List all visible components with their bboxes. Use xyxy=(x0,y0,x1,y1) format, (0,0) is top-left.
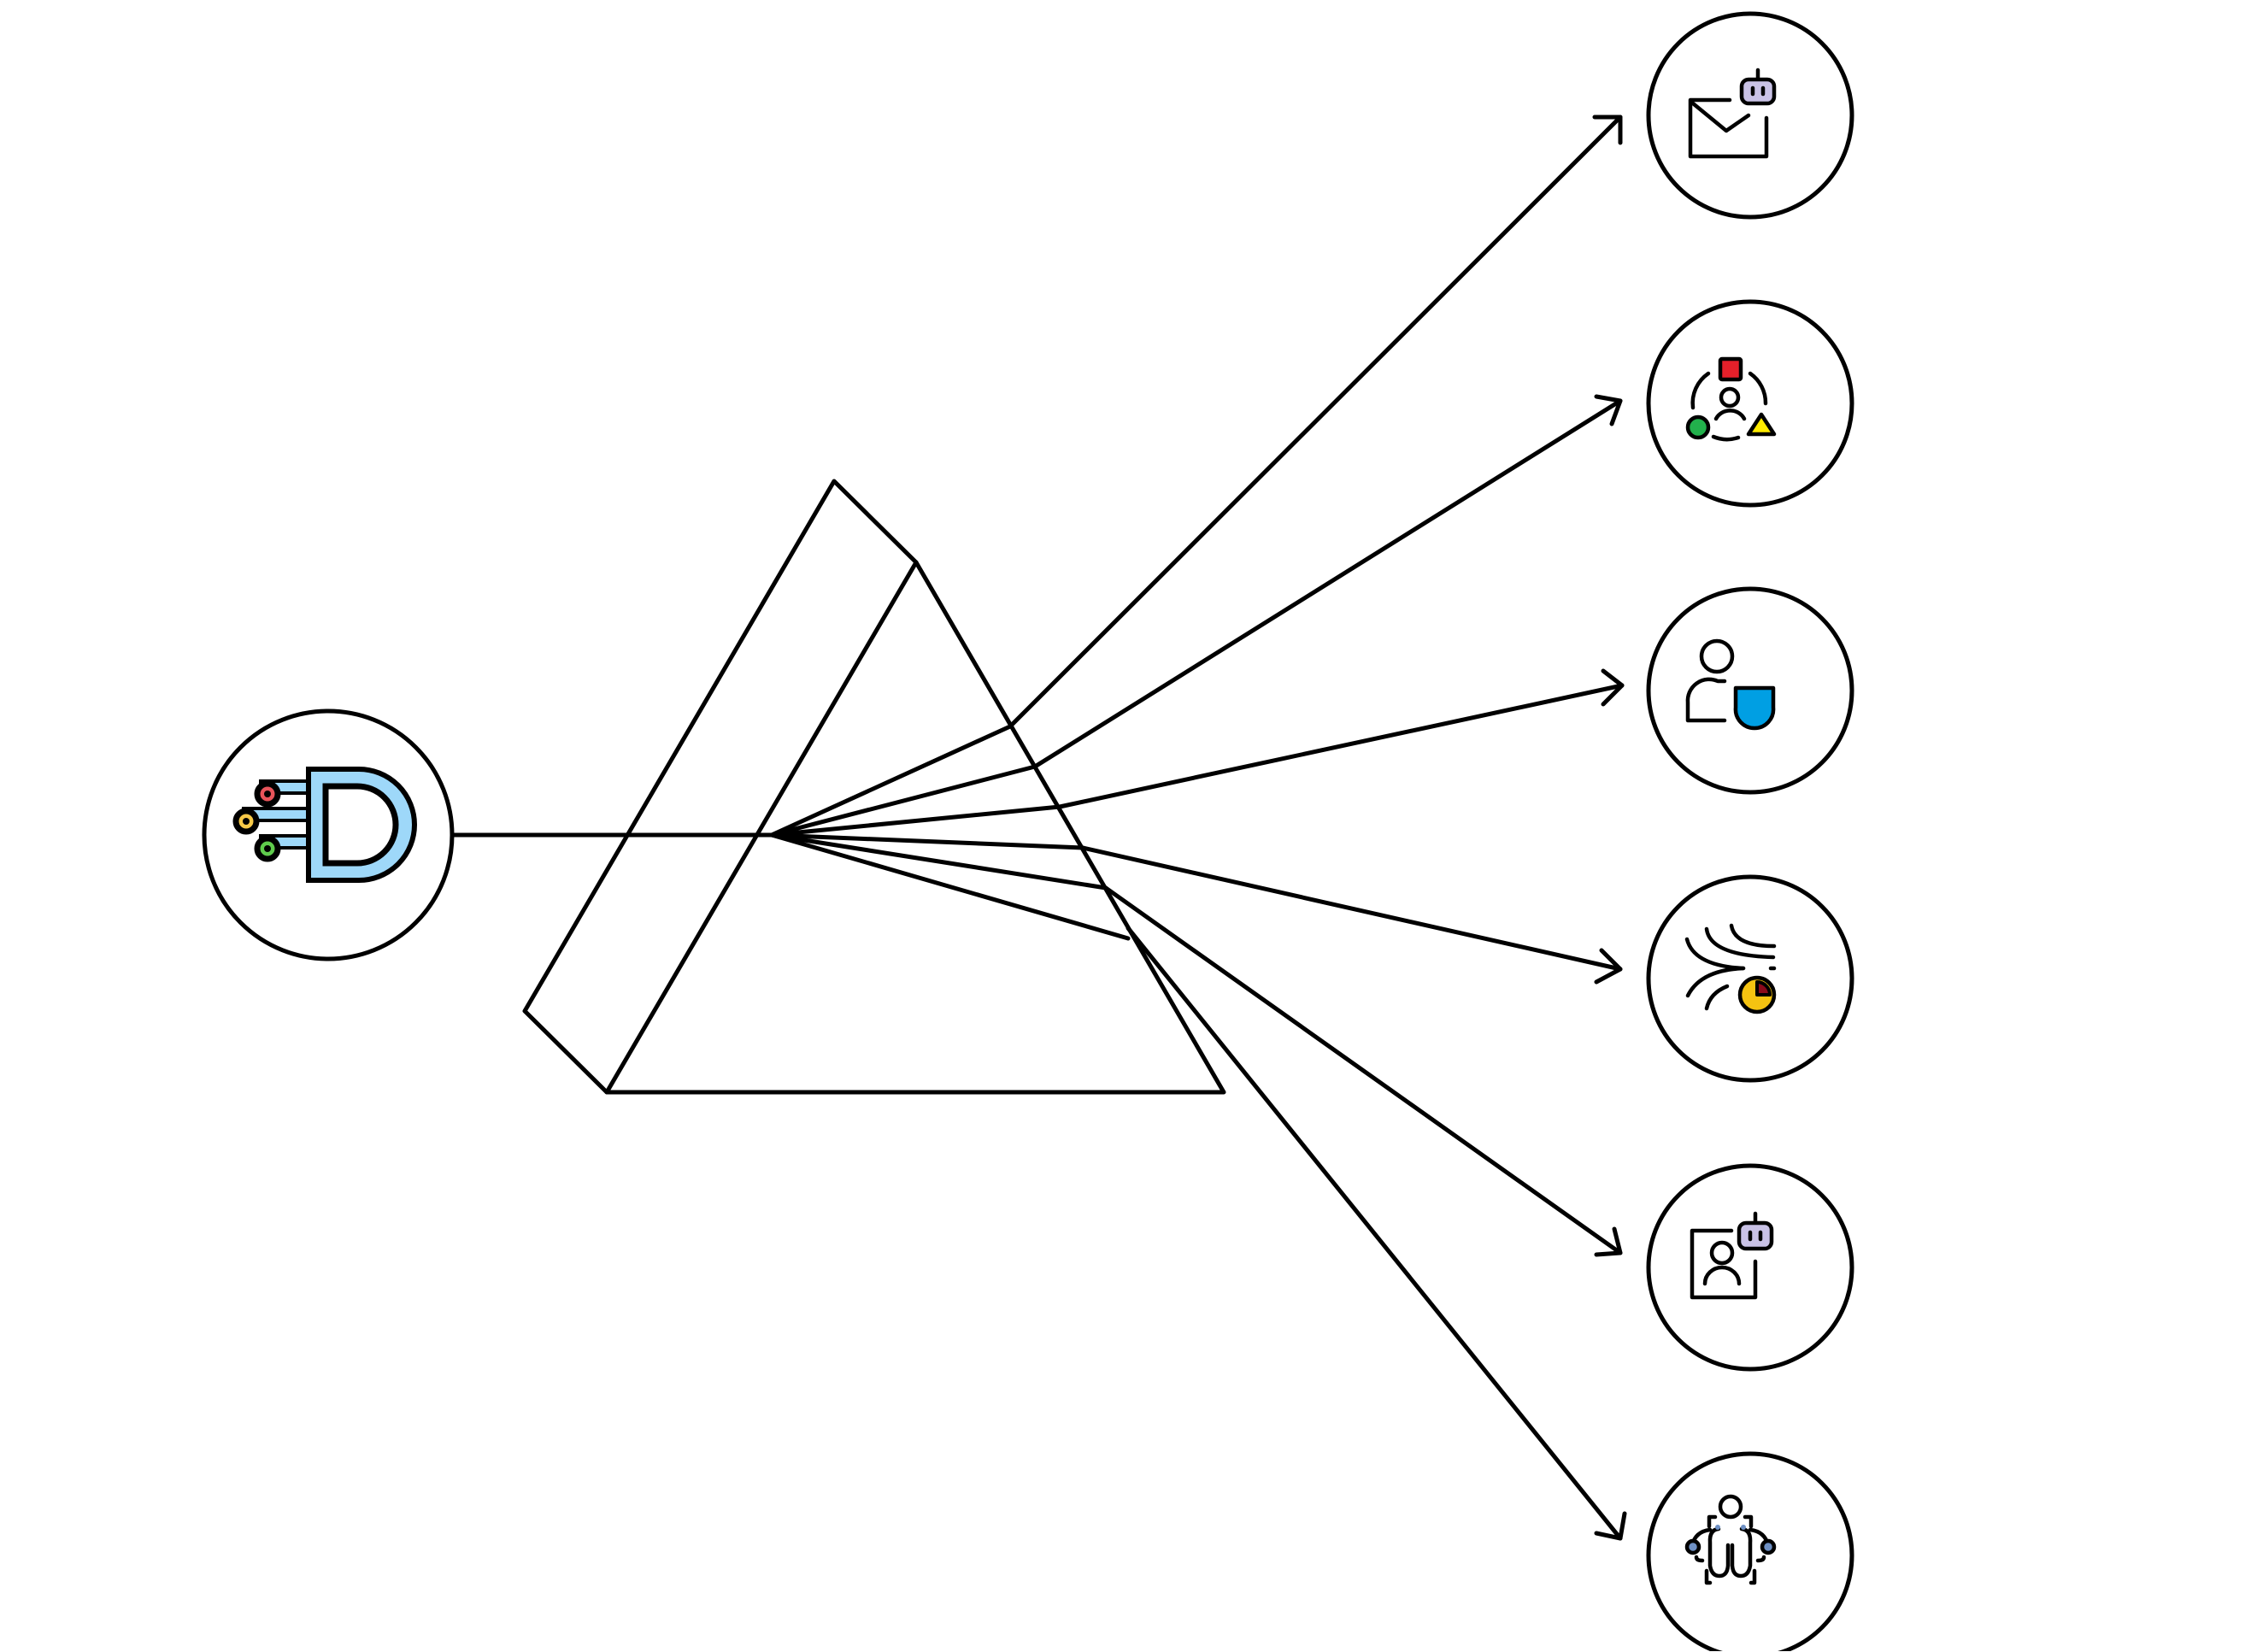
arrow-1 xyxy=(1008,115,1623,729)
arrow-4 xyxy=(1080,845,1623,985)
internal-rays xyxy=(769,724,1131,941)
output-node-virtual-agent[interactable] xyxy=(1646,1163,1854,1372)
data-logo-icon xyxy=(232,767,417,883)
output-node-identity[interactable] xyxy=(1646,586,1854,795)
prism-front-face xyxy=(604,560,1226,1095)
source-node[interactable] xyxy=(202,708,455,961)
data-flow-pie-chart-icon xyxy=(1684,923,1777,1014)
connected-person-icon xyxy=(1684,1494,1777,1585)
user-shapes-network-icon xyxy=(1685,356,1777,442)
internal-ray xyxy=(769,764,1037,838)
output-node-audience[interactable] xyxy=(1646,299,1854,508)
prism-side-face xyxy=(522,479,919,1095)
prism xyxy=(522,479,1226,1095)
user-shield-icon xyxy=(1685,638,1776,731)
internal-ray xyxy=(769,724,1013,838)
output-node-analytics[interactable] xyxy=(1646,874,1854,1083)
arrow-3 xyxy=(1057,668,1625,809)
arrow-6 xyxy=(1126,926,1627,1541)
arrow-2 xyxy=(1032,394,1623,769)
profile-bot-icon xyxy=(1690,1211,1774,1300)
internal-ray xyxy=(769,832,1108,891)
output-node-email-bot[interactable] xyxy=(1646,11,1854,220)
internal-ray xyxy=(769,832,1085,850)
internal-ray xyxy=(769,804,1062,838)
arrow-5 xyxy=(1103,885,1623,1257)
output-arrows xyxy=(1008,115,1627,1541)
internal-ray xyxy=(769,832,1131,941)
email-bot-icon xyxy=(1688,68,1777,159)
output-node-connected-person[interactable] xyxy=(1646,1451,1854,1651)
